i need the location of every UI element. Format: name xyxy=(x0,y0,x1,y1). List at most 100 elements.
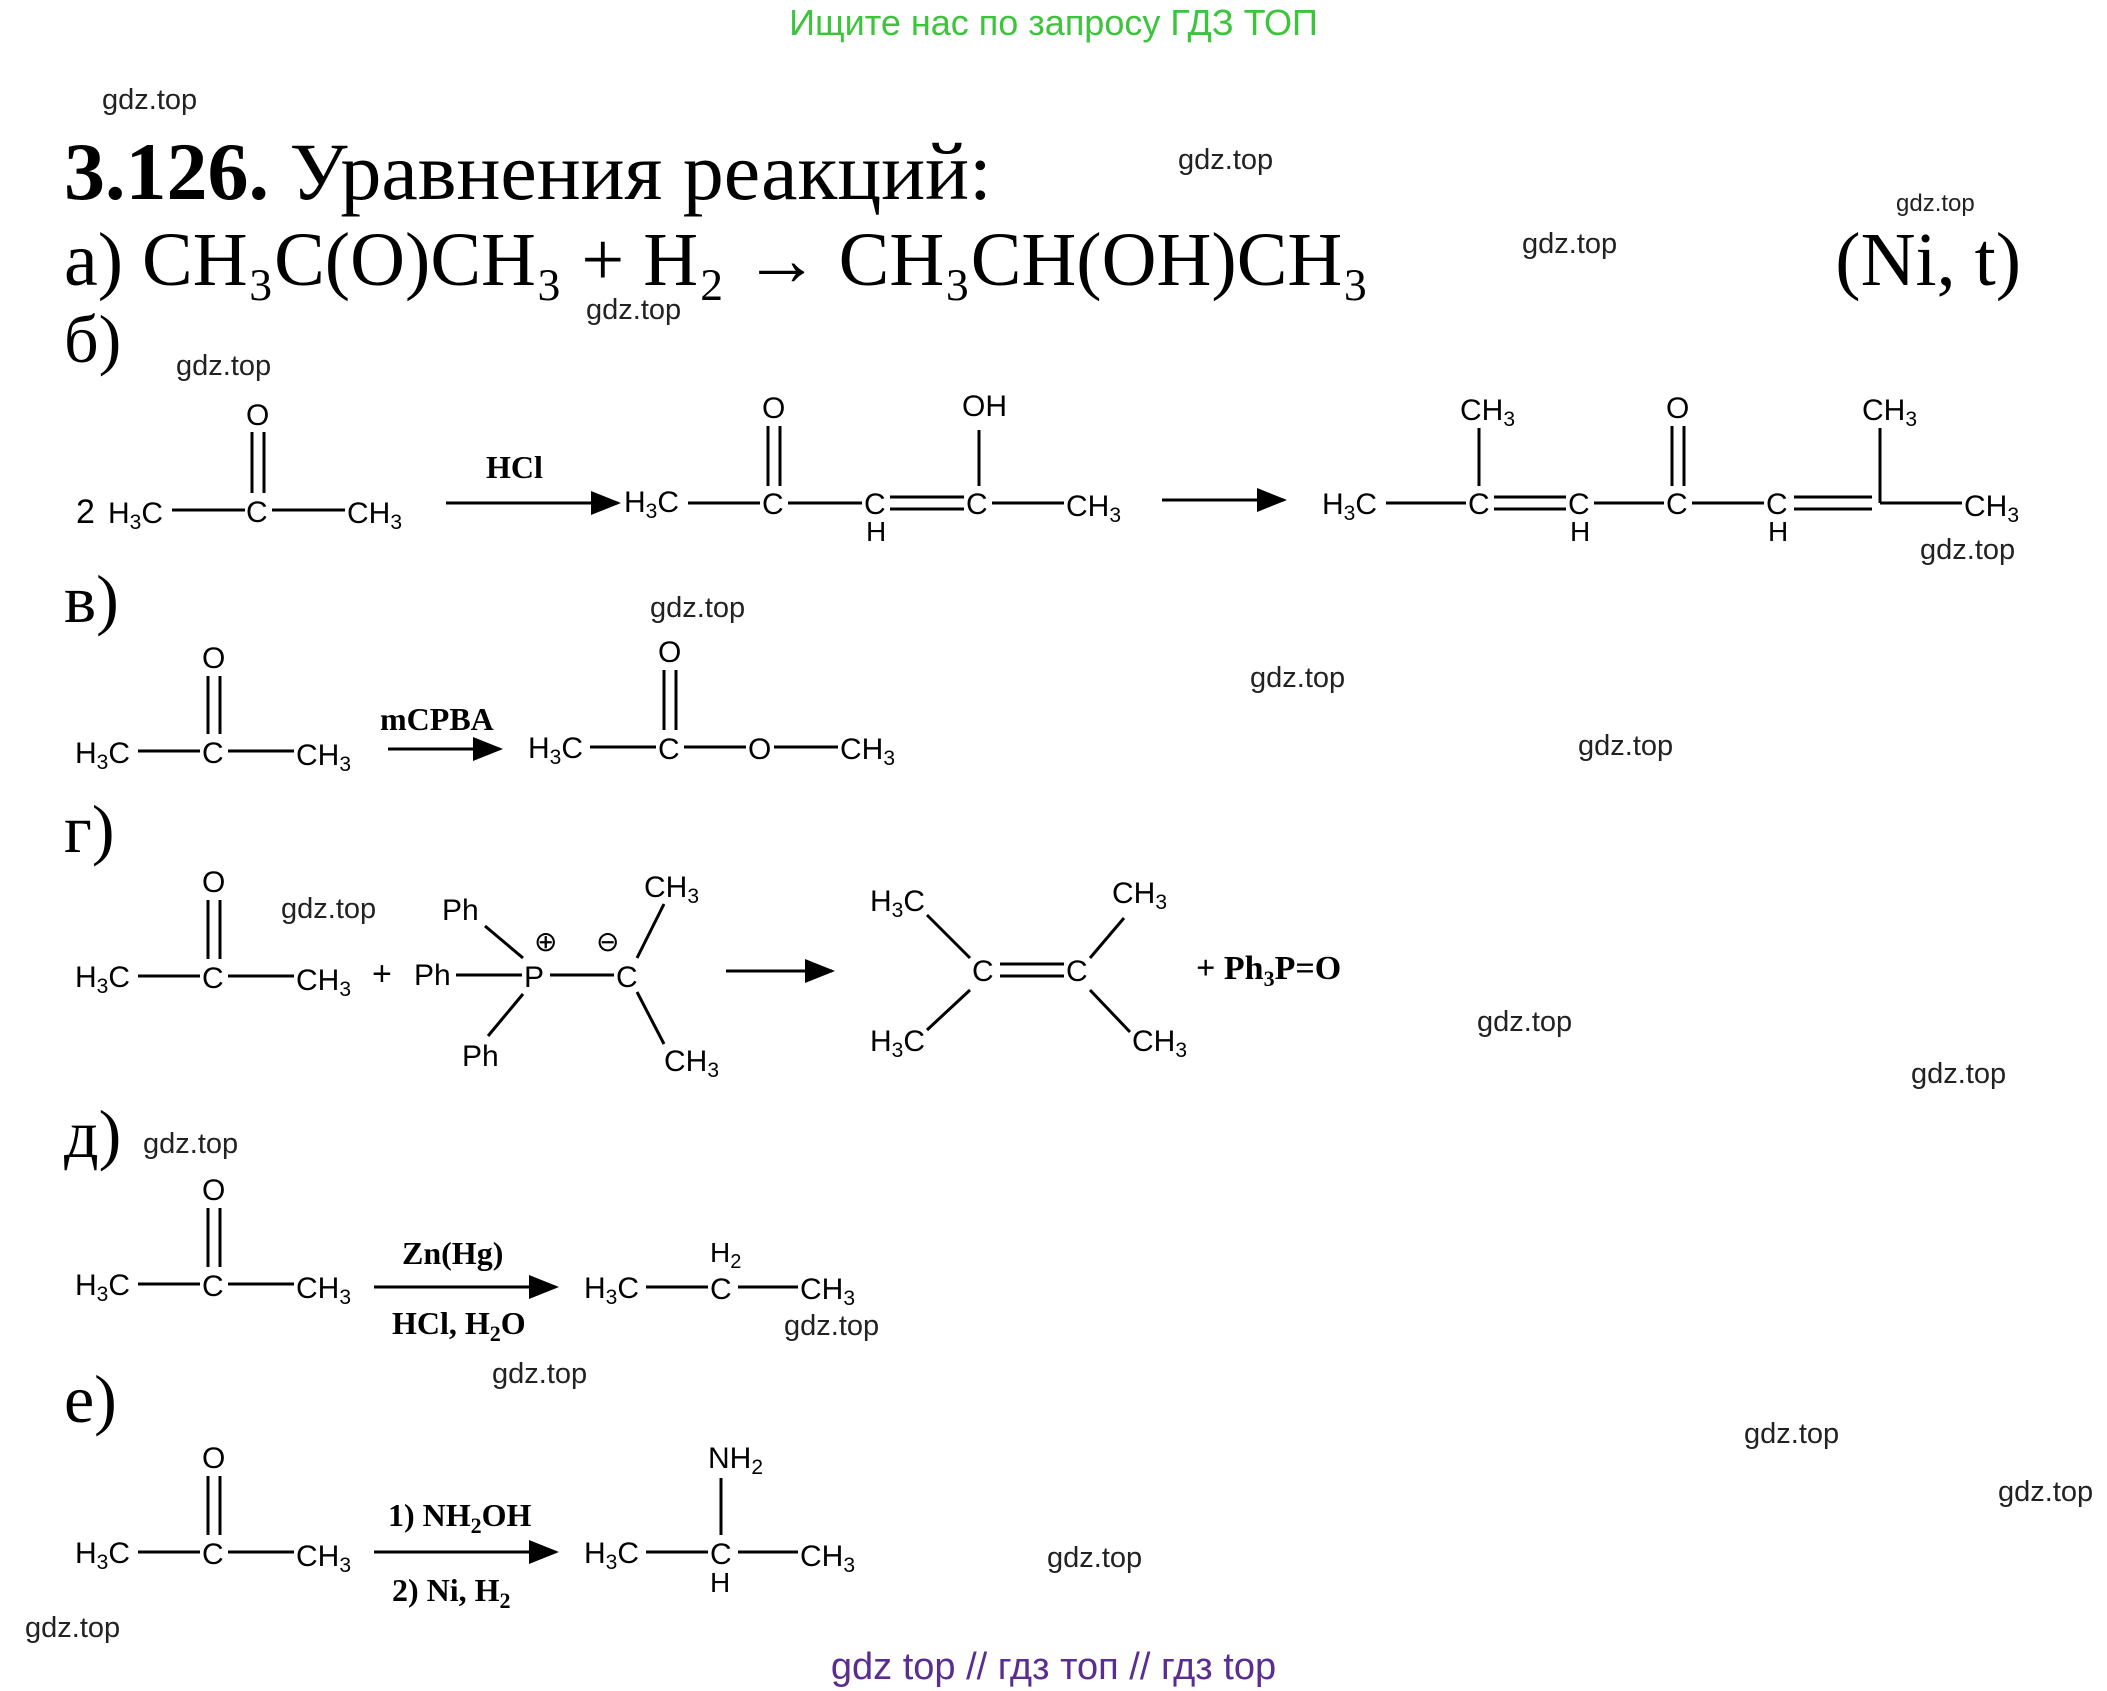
equation-a: а) CH₃C(O)CH₃ + H₂ → CH₃CH(OH)CH₃ xyxy=(64,217,1369,304)
methyl-group: H3C xyxy=(75,1537,130,1574)
watermark: gdz.top xyxy=(650,592,746,624)
phenyl-group: Ph xyxy=(462,1040,499,1073)
watermark: gdz.top xyxy=(281,893,377,925)
scheme-b: 2 H3C C O CH3 HCl H3C C O C H C OH CH3 xyxy=(76,390,2019,547)
ester-oxygen: O xyxy=(748,733,771,766)
hydrogen-atom: H xyxy=(710,1567,730,1598)
carbonyl-carbon: C xyxy=(202,962,224,995)
conditions-a: (Ni, t) xyxy=(1835,218,2021,302)
phenyl-group: Ph xyxy=(442,894,479,927)
methyl-group: CH3 xyxy=(664,1045,719,1082)
scheme-e: H3C C O CH3 1) NH2OH 2) Ni, H2 H3C C NH2… xyxy=(75,1442,855,1613)
watermark: gdz.top xyxy=(1178,144,1274,176)
methine-carbon: C xyxy=(710,1538,732,1571)
watermark: gdz.top xyxy=(492,1358,588,1390)
carbonyl-carbon: C xyxy=(202,1270,224,1303)
watermark: gdz.top xyxy=(25,1612,121,1644)
byproduct-phosphine-oxide: + Ph3P=O xyxy=(1196,950,1341,991)
ester-carbon: C xyxy=(658,733,680,766)
label-a: а) xyxy=(64,218,124,302)
methyl-group: H3C xyxy=(1322,488,1377,525)
hydrogen-atom: H xyxy=(1570,516,1590,547)
methylene-hydrogens: H2 xyxy=(710,1237,741,1273)
carbonyl-oxygen: O xyxy=(202,642,225,675)
methyl-group: H3C xyxy=(75,737,130,774)
amino-group: NH2 xyxy=(708,1442,763,1479)
hydrogen-atom: H xyxy=(1768,516,1788,547)
methyl-group: CH3 xyxy=(800,1273,855,1310)
scheme-g: H3C C O CH3 + Ph P ⊕ Ph Ph C ⊖ CH3 CH3 H… xyxy=(75,866,1341,1082)
methyl-group: CH3 xyxy=(1964,490,2019,527)
negative-charge: ⊖ xyxy=(596,926,619,957)
methyl-group: H3C xyxy=(108,497,163,534)
reactant-hydrogen: H₂ xyxy=(643,218,725,302)
label-d: д) xyxy=(64,1096,122,1172)
label-b: б) xyxy=(64,301,122,377)
carbon-atom: C xyxy=(966,488,988,521)
watermark: gdz.top xyxy=(1250,662,1346,694)
watermark: gdz.top xyxy=(102,84,198,116)
methyl-group: CH3 xyxy=(1112,877,1167,914)
methyl-group: CH3 xyxy=(1066,490,1121,527)
methyl-group: CH3 xyxy=(800,1540,855,1577)
bottom-banner: gdz top // гдз топ // гдз top xyxy=(830,1646,1277,1688)
phosphorus-atom: P xyxy=(524,961,544,994)
carbon-atom: C xyxy=(1468,488,1490,521)
carbon-atom: C xyxy=(1766,488,1788,521)
watermark: gdz.top xyxy=(1047,1542,1143,1574)
carbonyl-oxygen: O xyxy=(246,399,269,432)
carbonyl-oxygen: O xyxy=(202,1442,225,1475)
methyl-group: H3C xyxy=(870,885,925,922)
watermark: gdz.top xyxy=(143,1128,239,1160)
methyl-group: H3C xyxy=(870,1025,925,1062)
plus-sign: + xyxy=(372,955,392,993)
carbanion-carbon: C xyxy=(616,961,638,994)
methyl-group: CH3 xyxy=(644,871,699,908)
carbonyl-carbon: C xyxy=(246,496,268,529)
watermark: gdz.top xyxy=(1998,1476,2094,1508)
reagent-hcl-water: HCl, H2O xyxy=(392,1305,526,1346)
methyl-group: CH3 xyxy=(840,733,895,770)
watermark: gdz.top xyxy=(1911,1058,2007,1090)
watermark: gdz.top xyxy=(1477,1006,1573,1038)
methyl-group: H3C xyxy=(584,1537,639,1574)
scheme-d: H3C C O CH3 Zn(Hg) HCl, H2O H3C C H2 CH3 xyxy=(75,1174,855,1346)
carbon-atom: C xyxy=(1568,488,1590,521)
watermark: gdz.top xyxy=(1896,190,1975,217)
watermark: gdz.top xyxy=(1522,228,1618,260)
reactant-acetone: CH₃C(O)CH₃ xyxy=(142,218,563,302)
carbon-atom: C xyxy=(1666,488,1688,521)
positive-charge: ⊕ xyxy=(534,926,557,957)
reagent-zn-hg: Zn(Hg) xyxy=(402,1235,503,1271)
carbon-atom: C xyxy=(762,488,784,521)
hydrogen-atom: H xyxy=(866,516,886,547)
methyl-group: H3C xyxy=(75,1269,130,1306)
carbonyl-oxygen: O xyxy=(202,866,225,899)
watermark: gdz.top xyxy=(784,1310,880,1342)
methyl-group: CH3 xyxy=(296,964,351,1001)
carbonyl-oxygen: O xyxy=(658,636,681,669)
oxygen-atom: O xyxy=(1666,392,1689,425)
watermark: gdz.top xyxy=(176,350,272,382)
problem-heading: Уравнения реакций: xyxy=(289,126,992,217)
carbonyl-carbon: C xyxy=(202,737,224,770)
alkene-carbon: C xyxy=(972,955,994,988)
methyl-group: H3C xyxy=(75,961,130,998)
oxygen-atom: O xyxy=(762,392,785,425)
coefficient: 2 xyxy=(76,493,95,531)
label-v: в) xyxy=(64,561,119,637)
watermark: gdz.top xyxy=(1744,1418,1840,1450)
methyl-group: CH3 xyxy=(347,497,402,534)
methylene-carbon: C xyxy=(710,1273,732,1306)
methyl-group: CH3 xyxy=(296,1540,351,1577)
methyl-group: H3C xyxy=(584,1272,639,1309)
label-g: г) xyxy=(64,791,115,867)
methyl-group: H3C xyxy=(624,486,679,523)
alkene-carbon: C xyxy=(1066,955,1088,988)
plus-sign: + xyxy=(581,218,625,302)
watermark: gdz.top xyxy=(1920,534,2016,566)
reagent-step1: 1) NH2OH xyxy=(388,1497,532,1538)
carbonyl-oxygen: O xyxy=(202,1174,225,1207)
